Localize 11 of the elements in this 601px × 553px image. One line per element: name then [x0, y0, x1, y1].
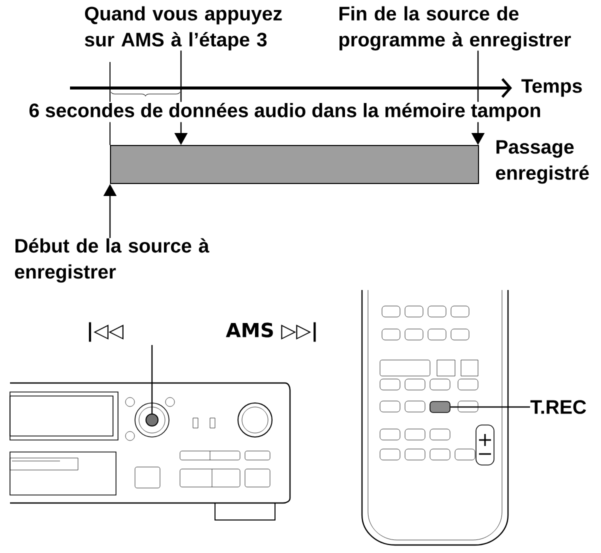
callout-text: Fin de la source de programme à enregistrer — [340, 6, 571, 50]
bar-caption: Passage enregistré — [496, 140, 589, 184]
brace-label: 6 secondes de données audio dans la mémoire tampon — [28, 102, 542, 122]
callout-text: T.REC — [530, 400, 586, 414]
recorded-bar — [110, 145, 479, 184]
button-symbol: |◁◁ — [85, 321, 125, 343]
button-label: AMS ▷▷| — [224, 321, 320, 343]
axis-label: Temps — [520, 78, 584, 98]
callout-text: Début de la source à enregistrer — [14, 238, 210, 283]
callout-text: Quand vous appuyez sur AMS à l’étape 3 — [84, 6, 282, 50]
remote-button — [430, 401, 450, 413]
